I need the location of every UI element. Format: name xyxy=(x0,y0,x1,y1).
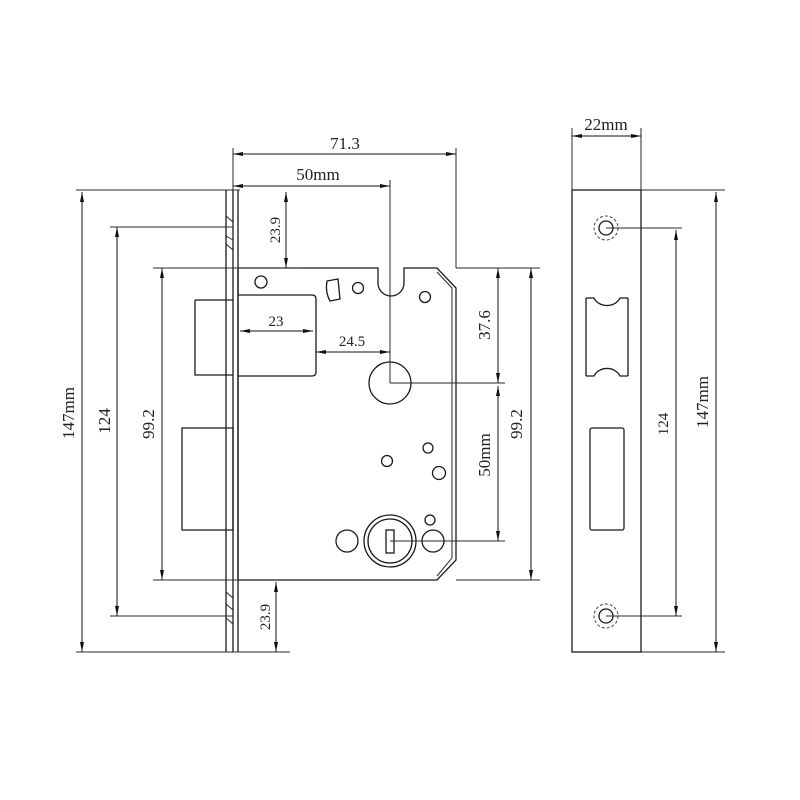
deadbolt xyxy=(181,427,234,531)
dim-screw-spacing-front: 124 xyxy=(95,408,114,434)
dim-faceplate-height-front: 147mm xyxy=(59,387,78,439)
dim-center-distance: 50mm xyxy=(475,433,494,476)
latch-bolt xyxy=(194,294,317,377)
front-dimensions: 71.3 50mm 23.9 23.9 23 24.5 37.6 50mm 99… xyxy=(59,134,533,652)
dim-bottom-offset: 23.9 xyxy=(258,604,274,630)
side-extension-lines xyxy=(571,128,725,653)
dim-latch-to-spindle: 24.5 xyxy=(339,334,365,350)
dim-spindle-from-top: 37.6 xyxy=(475,310,494,340)
front-view: 71.3 50mm 23.9 23.9 23 24.5 37.6 50mm 99… xyxy=(59,134,540,653)
faceplate-front xyxy=(225,190,239,652)
dim-faceplate-height-side: 147mm xyxy=(693,376,712,428)
dim-latch-width: 23 xyxy=(269,314,284,330)
side-view: 22mm 124 147mm xyxy=(571,115,725,653)
dim-top-offset: 23.9 xyxy=(268,217,284,243)
extension-lines xyxy=(76,148,540,653)
dim-backset: 50mm xyxy=(296,165,339,184)
faceplate-side xyxy=(571,189,642,653)
dim-case-height-left: 99.2 xyxy=(139,409,158,439)
case-holes xyxy=(254,275,447,568)
dim-screw-spacing-side: 124 xyxy=(656,412,672,435)
dim-faceplate-width: 22mm xyxy=(584,115,627,134)
dim-case-height-right: 99.2 xyxy=(507,409,526,439)
side-dimensions: 22mm 124 147mm xyxy=(572,115,718,652)
dim-overall-depth: 71.3 xyxy=(330,134,360,153)
lock-case xyxy=(237,267,457,581)
